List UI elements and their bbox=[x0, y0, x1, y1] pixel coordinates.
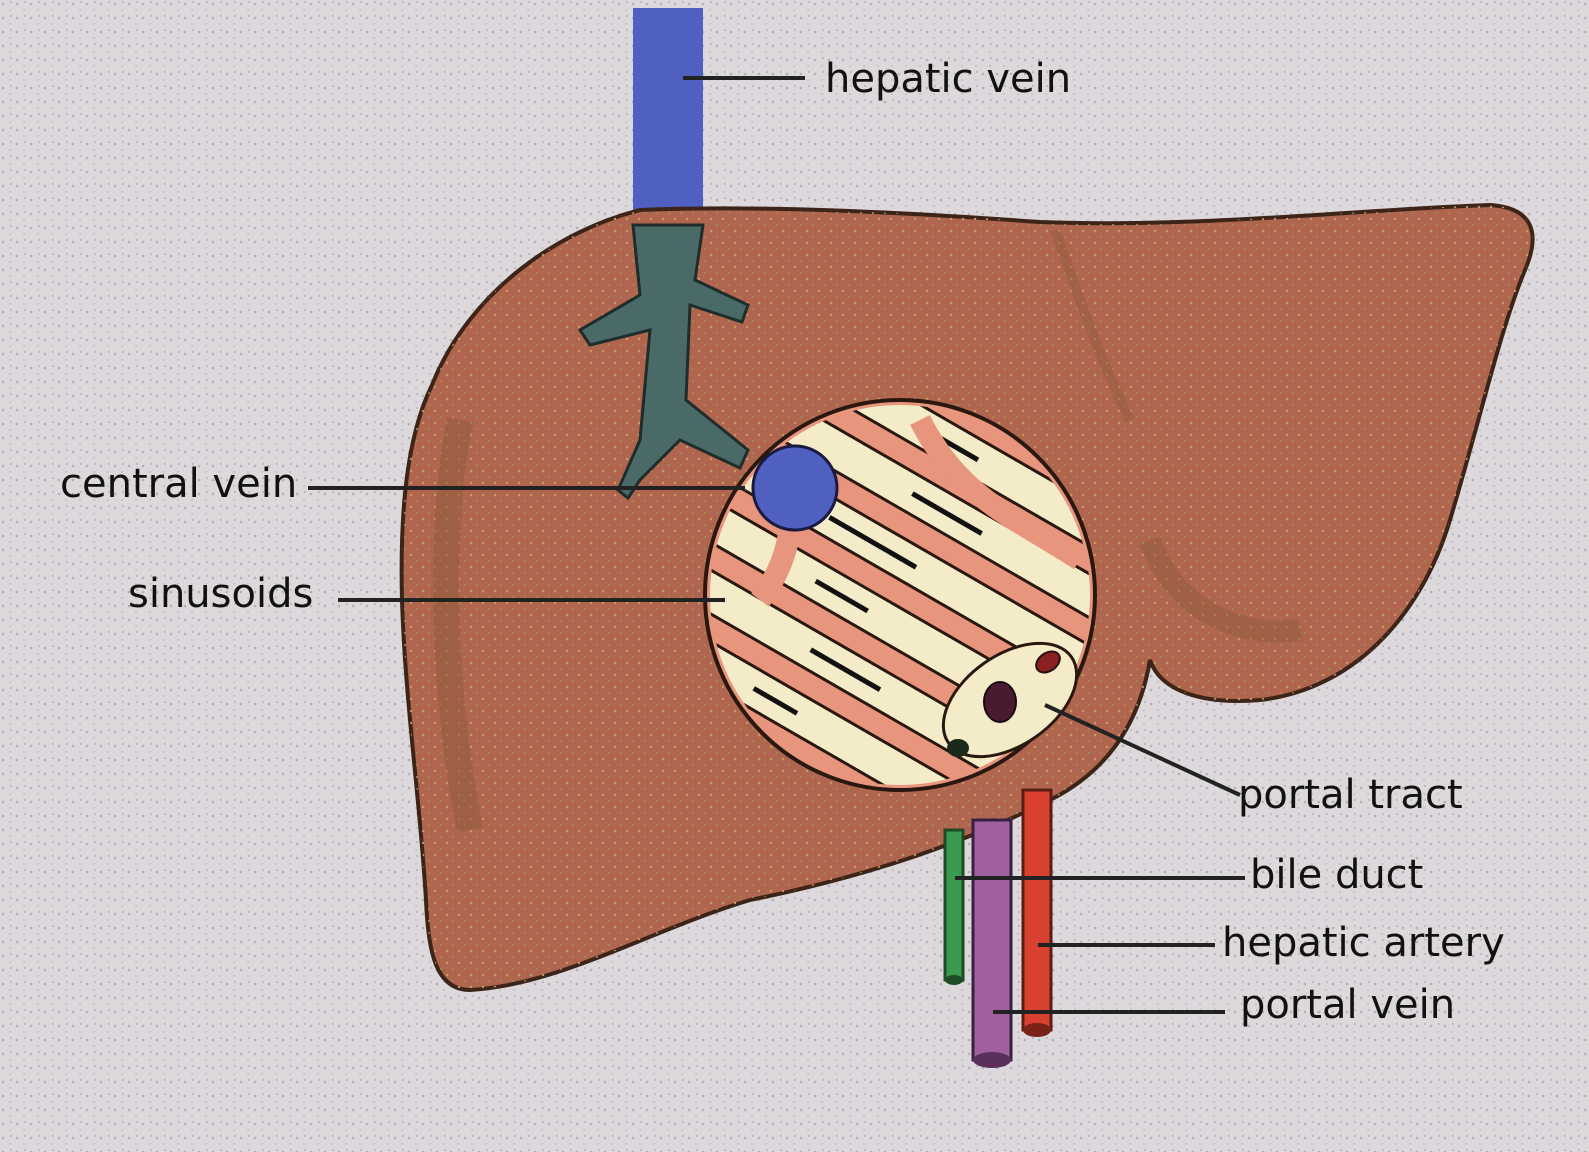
label-hepatic-vein: hepatic vein bbox=[825, 56, 1071, 102]
hepatic-artery-vessel bbox=[1023, 790, 1051, 1030]
bile-duct-end bbox=[945, 975, 963, 985]
label-sinusoids: sinusoids bbox=[128, 571, 313, 617]
label-bile-duct: bile duct bbox=[1250, 852, 1423, 898]
label-portal-vein: portal vein bbox=[1240, 982, 1455, 1028]
label-central-vein: central vein bbox=[60, 461, 297, 507]
hepatic-vein-trunk bbox=[633, 8, 703, 238]
portal-vein-vessel bbox=[973, 820, 1011, 1060]
portal-vein-end bbox=[973, 1052, 1011, 1068]
hepatic-artery-end bbox=[1023, 1023, 1051, 1037]
label-hepatic-artery: hepatic artery bbox=[1222, 920, 1505, 966]
label-portal-tract: portal tract bbox=[1238, 772, 1463, 818]
bile-duct-vessel bbox=[945, 830, 963, 980]
